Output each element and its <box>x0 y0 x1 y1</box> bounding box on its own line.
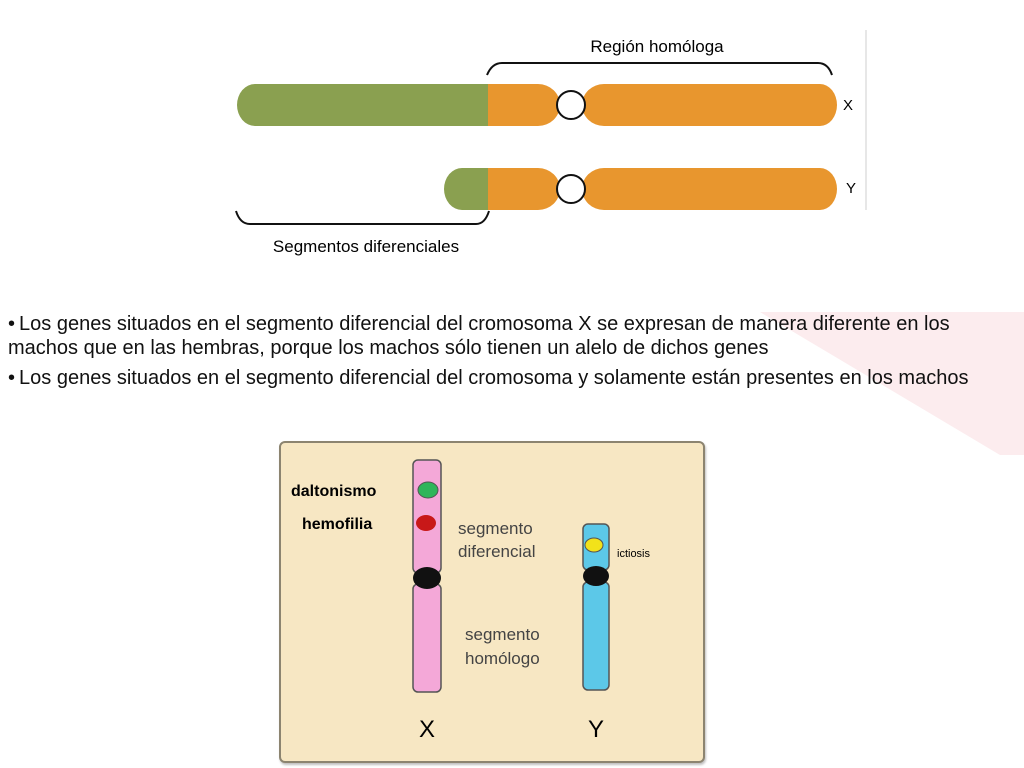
differential-segments-label: Segmentos diferenciales <box>273 237 459 256</box>
ictiosis-label: ictiosis <box>617 548 651 560</box>
x-homologous-arm-left <box>488 84 560 126</box>
bullet-item-y-differential: •Los genes situados en el segmento difer… <box>8 366 1008 390</box>
differential-segment-label-line1: segmento <box>458 519 533 538</box>
hemofilia-gene-marker <box>416 515 436 531</box>
ictiosis-gene-marker <box>584 537 604 553</box>
bullet-item-x-differential: •Los genes situados en el segmento difer… <box>8 312 1008 360</box>
differential-segment-label-line2: diferencial <box>458 542 536 561</box>
sex-linked-genes-panel <box>279 441 705 763</box>
y-homologous-arm-right <box>582 168 837 210</box>
bullet-marker: • <box>8 367 16 389</box>
daltonismo-gene-marker <box>417 481 439 499</box>
x-differential-segment <box>237 84 488 126</box>
y-chromosome-bottom <box>582 523 610 691</box>
x-centromere <box>556 90 586 120</box>
homologous-region-bracket <box>486 62 833 76</box>
homologous-segment-label-line1: segmento <box>465 625 540 644</box>
homologous-segment-label-line2: homólogo <box>465 649 540 668</box>
x-chromosome-label: X <box>843 97 853 114</box>
bullet-text: Los genes situados en el segmento difere… <box>8 313 950 359</box>
bullet-marker: • <box>8 313 16 335</box>
daltonismo-label: daltonismo <box>291 483 377 500</box>
x-chromosome-bottom <box>412 459 442 693</box>
hemofilia-label: hemofilia <box>302 516 372 533</box>
x-lower-arm <box>412 583 442 693</box>
homologous-region-label: Región homóloga <box>590 37 724 56</box>
explanation-list: •Los genes situados en el segmento difer… <box>8 312 1008 396</box>
x-homologous-arm-right <box>582 84 837 126</box>
y-differential-segment <box>444 168 488 210</box>
y-centromere <box>556 174 586 204</box>
x-chromosome-bottom-label: X <box>419 716 435 743</box>
bullet-text: Los genes situados en el segmento difere… <box>19 367 969 389</box>
decorative-background-triangle <box>760 312 1000 455</box>
y-homologous-arm-left <box>488 168 560 210</box>
y-chromosome-bottom-label: Y <box>588 716 604 743</box>
decorative-background-strip <box>1000 312 1024 455</box>
y-chromosome-label: Y <box>846 180 856 197</box>
x-centromere-bottom <box>413 567 441 589</box>
y-centromere-bottom <box>583 566 609 586</box>
y-lower-arm <box>582 581 610 691</box>
differential-segments-bracket <box>235 210 490 225</box>
y-chromosome-top <box>444 168 837 210</box>
x-chromosome-top <box>237 84 837 126</box>
